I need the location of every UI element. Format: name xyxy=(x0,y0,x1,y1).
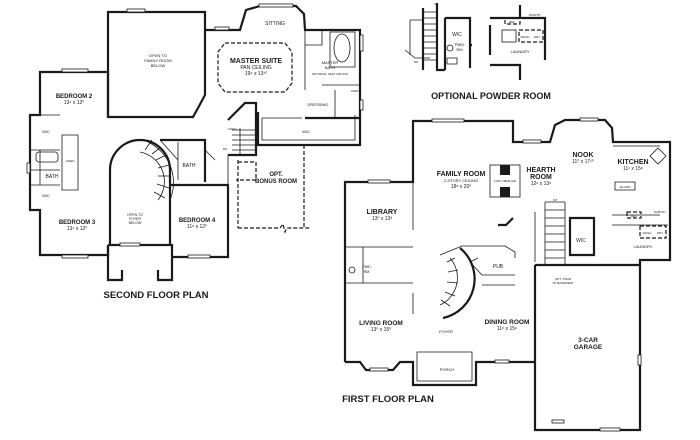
label-dressing: DRESSING xyxy=(308,102,329,107)
second-floor-plan xyxy=(26,3,364,282)
label-master-suite-note: PAN CEILING xyxy=(240,65,271,71)
first-floor-labels: FAMILY ROOM 2-STORY CEILING 18⁸ x 20⁰ 2-… xyxy=(342,152,666,405)
label-garage: 3-CAR xyxy=(578,337,598,344)
label-wic-2: WIC xyxy=(42,193,50,198)
label-master-bath-2: BATH xyxy=(325,65,335,70)
first-floor-title: FIRST FLOOR PLAN xyxy=(342,394,434,405)
label-op-dn: DN xyxy=(414,60,418,64)
label-dn: DN xyxy=(223,147,227,151)
label-basement-stair-2: TO BASEMENT xyxy=(552,281,574,285)
label-bedroom-3-size: 13⁴ x 12⁰ xyxy=(67,226,88,232)
label-library-size: 13⁰ x 13³ xyxy=(372,216,392,222)
label-sitting: SITTING xyxy=(265,21,285,27)
label-op-up: UP xyxy=(434,2,438,6)
label-bath-2: BATH xyxy=(183,163,196,169)
label-living-room: LIVING ROOM xyxy=(359,320,403,327)
label-wash: WASH xyxy=(643,231,652,235)
label-op-ref: REF xyxy=(509,20,515,24)
label-hearth-room: HEARTH xyxy=(526,167,555,174)
label-hearth-room-2: ROOM xyxy=(530,174,552,181)
label-bath-1: BATH xyxy=(46,174,59,180)
label-porch: PORCH xyxy=(440,367,455,372)
first-floor-plan xyxy=(343,117,672,432)
label-kitchen: KITCHEN xyxy=(617,159,648,166)
label-open-to-family-2: FAMILY ROOM xyxy=(144,58,171,63)
label-bedroom-2-size: 13⁴ x 12⁰ xyxy=(64,100,85,106)
label-wic-1: WIC xyxy=(42,129,50,134)
label-pantry: PANTRY xyxy=(654,210,666,214)
label-dry: DRY xyxy=(657,231,663,235)
label-op-pwd: PWD. xyxy=(455,42,465,47)
label-hearth-room-size: 12⁶ x 13⁸ xyxy=(531,181,552,187)
label-laundry: LAUNDRY xyxy=(633,244,652,249)
label-open-to-foyer: OPEN TO xyxy=(127,213,143,217)
label-op-wic: WIC xyxy=(452,32,462,38)
label-master-suite-size: 19⁴ x 13¹⁰ xyxy=(245,71,267,77)
label-nook-size: 11⁰ x 17¹⁰ xyxy=(572,159,594,165)
label-bedroom-4: BEDROOM 4 xyxy=(179,218,216,224)
label-master-bath: MASTER xyxy=(322,60,339,65)
label-pwd-rm: PWD. xyxy=(362,265,371,269)
label-dining-room-size: 11⁶ x 15⁶ xyxy=(497,326,517,332)
label-op-dry: DRY xyxy=(534,35,540,39)
label-living-room-size: 13⁰ x 15⁰ xyxy=(371,327,391,333)
label-wic: WIC xyxy=(576,238,586,244)
label-open-to-foyer-2: FOYER xyxy=(129,217,142,221)
label-bonus-room: OPT. xyxy=(269,172,283,178)
label-open-to-foyer-3: BELOW xyxy=(129,221,142,225)
label-linen-3: LINEN xyxy=(351,89,360,93)
label-op-laundry: LAUNDRY xyxy=(510,49,529,54)
optional-powder-labels: UP WIC PWD. RM. PANTRY REF WASH DRY LAUN… xyxy=(414,2,551,101)
label-op-wash: WASH xyxy=(521,35,530,39)
optional-powder-title: OPTIONAL POWDER ROOM xyxy=(431,91,551,101)
label-kitchen-size: 11¹ x 15⁸ xyxy=(623,166,643,172)
label-bedroom-3: BEDROOM 3 xyxy=(59,220,96,226)
optional-powder-room-plan xyxy=(404,3,547,80)
label-bedroom-2: BEDROOM 2 xyxy=(56,94,93,100)
label-family-room: FAMILY ROOM xyxy=(437,171,486,178)
label-optional-seat: OPTIONAL SEAT CEILING xyxy=(312,72,349,76)
label-island: ISLAND xyxy=(620,185,632,189)
label-garage-2: GARAGE xyxy=(574,344,603,351)
label-pwd-rm-2: RM. xyxy=(364,270,370,274)
label-basement-stair: OPT. STAIR xyxy=(555,277,572,281)
label-library: LIBRARY xyxy=(367,209,398,216)
label-ref: REF xyxy=(631,214,637,218)
label-family-room-note: 2-STORY CEILING xyxy=(444,178,478,183)
label-up: UP xyxy=(553,198,557,202)
label-master-suite: MASTER SUITE xyxy=(230,58,282,65)
label-dining-room: DINING ROOM xyxy=(485,319,530,326)
label-bedroom-4-size: 11⁸ x 12⁰ xyxy=(187,224,207,230)
second-floor-title: SECOND FLOOR PLAN xyxy=(103,290,208,301)
label-bonus-room-2: BONUS ROOM xyxy=(255,179,297,185)
second-floor-labels: OPEN TO FAMILY ROOM BELOW SITTING MASTER… xyxy=(42,21,359,301)
label-op-pwd-2: RM. xyxy=(456,47,463,52)
label-fireplace: 2-WAY FIREPLACE xyxy=(494,180,517,183)
label-op-pantry: PANTRY xyxy=(529,13,541,17)
label-open-to-family-3: BELOW xyxy=(151,63,166,68)
label-linen-2: LINEN xyxy=(228,127,237,131)
label-nook: NOOK xyxy=(573,152,594,159)
label-linen-1: LINEN xyxy=(66,159,75,163)
label-pub: PUB xyxy=(493,264,504,270)
label-foyer: FOYER xyxy=(439,329,453,334)
label-family-room-size: 18⁸ x 20⁰ xyxy=(451,184,472,190)
label-master-wic: WIC xyxy=(302,129,310,134)
label-open-to-family: OPEN TO xyxy=(149,53,167,58)
